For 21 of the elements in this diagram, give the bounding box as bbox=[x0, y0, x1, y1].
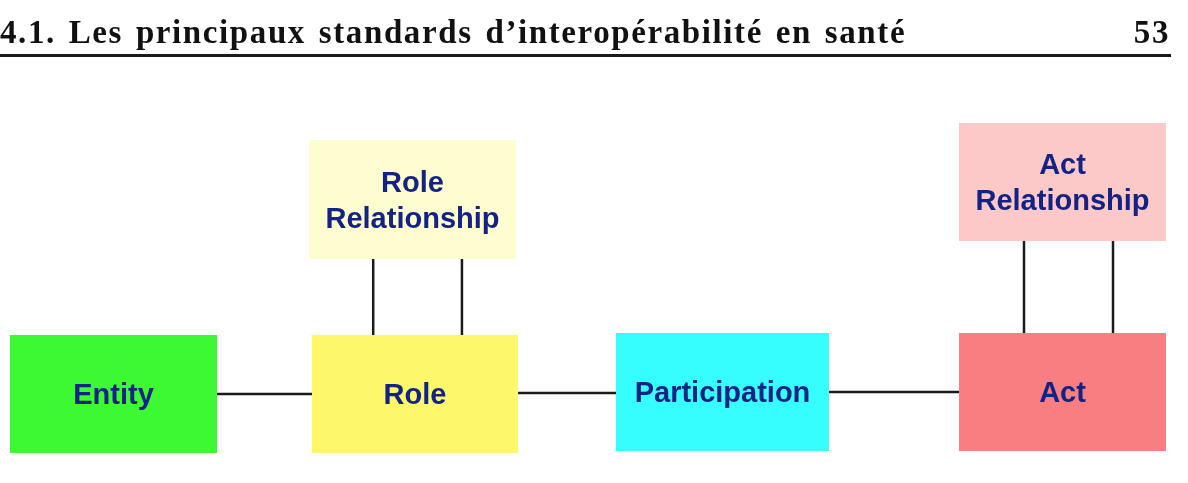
connector-line bbox=[1022, 241, 1026, 333]
class-name: Participation bbox=[634, 375, 811, 410]
class-name: Role bbox=[383, 377, 447, 412]
connector-line bbox=[829, 390, 959, 394]
class-name: Role Relationship bbox=[324, 164, 501, 236]
class-box bbox=[309, 140, 516, 259]
class-box bbox=[959, 123, 1166, 241]
class-name: Act bbox=[1039, 375, 1086, 410]
class-name: Entity bbox=[73, 377, 154, 412]
page-number: 53 bbox=[1133, 14, 1170, 50]
class-box bbox=[616, 333, 829, 451]
class-name: Act Relationship bbox=[974, 147, 1151, 218]
class-box bbox=[312, 335, 518, 453]
class-box bbox=[959, 333, 1166, 451]
connector-line bbox=[460, 259, 464, 335]
connector-line bbox=[1111, 241, 1115, 333]
class-box bbox=[10, 335, 217, 453]
connector-line bbox=[518, 391, 616, 395]
running-header: 4.1. Les principaux standards d’interopérabilité en santé bbox=[0, 14, 907, 50]
connector-line bbox=[217, 392, 312, 396]
connector-line bbox=[371, 259, 375, 335]
